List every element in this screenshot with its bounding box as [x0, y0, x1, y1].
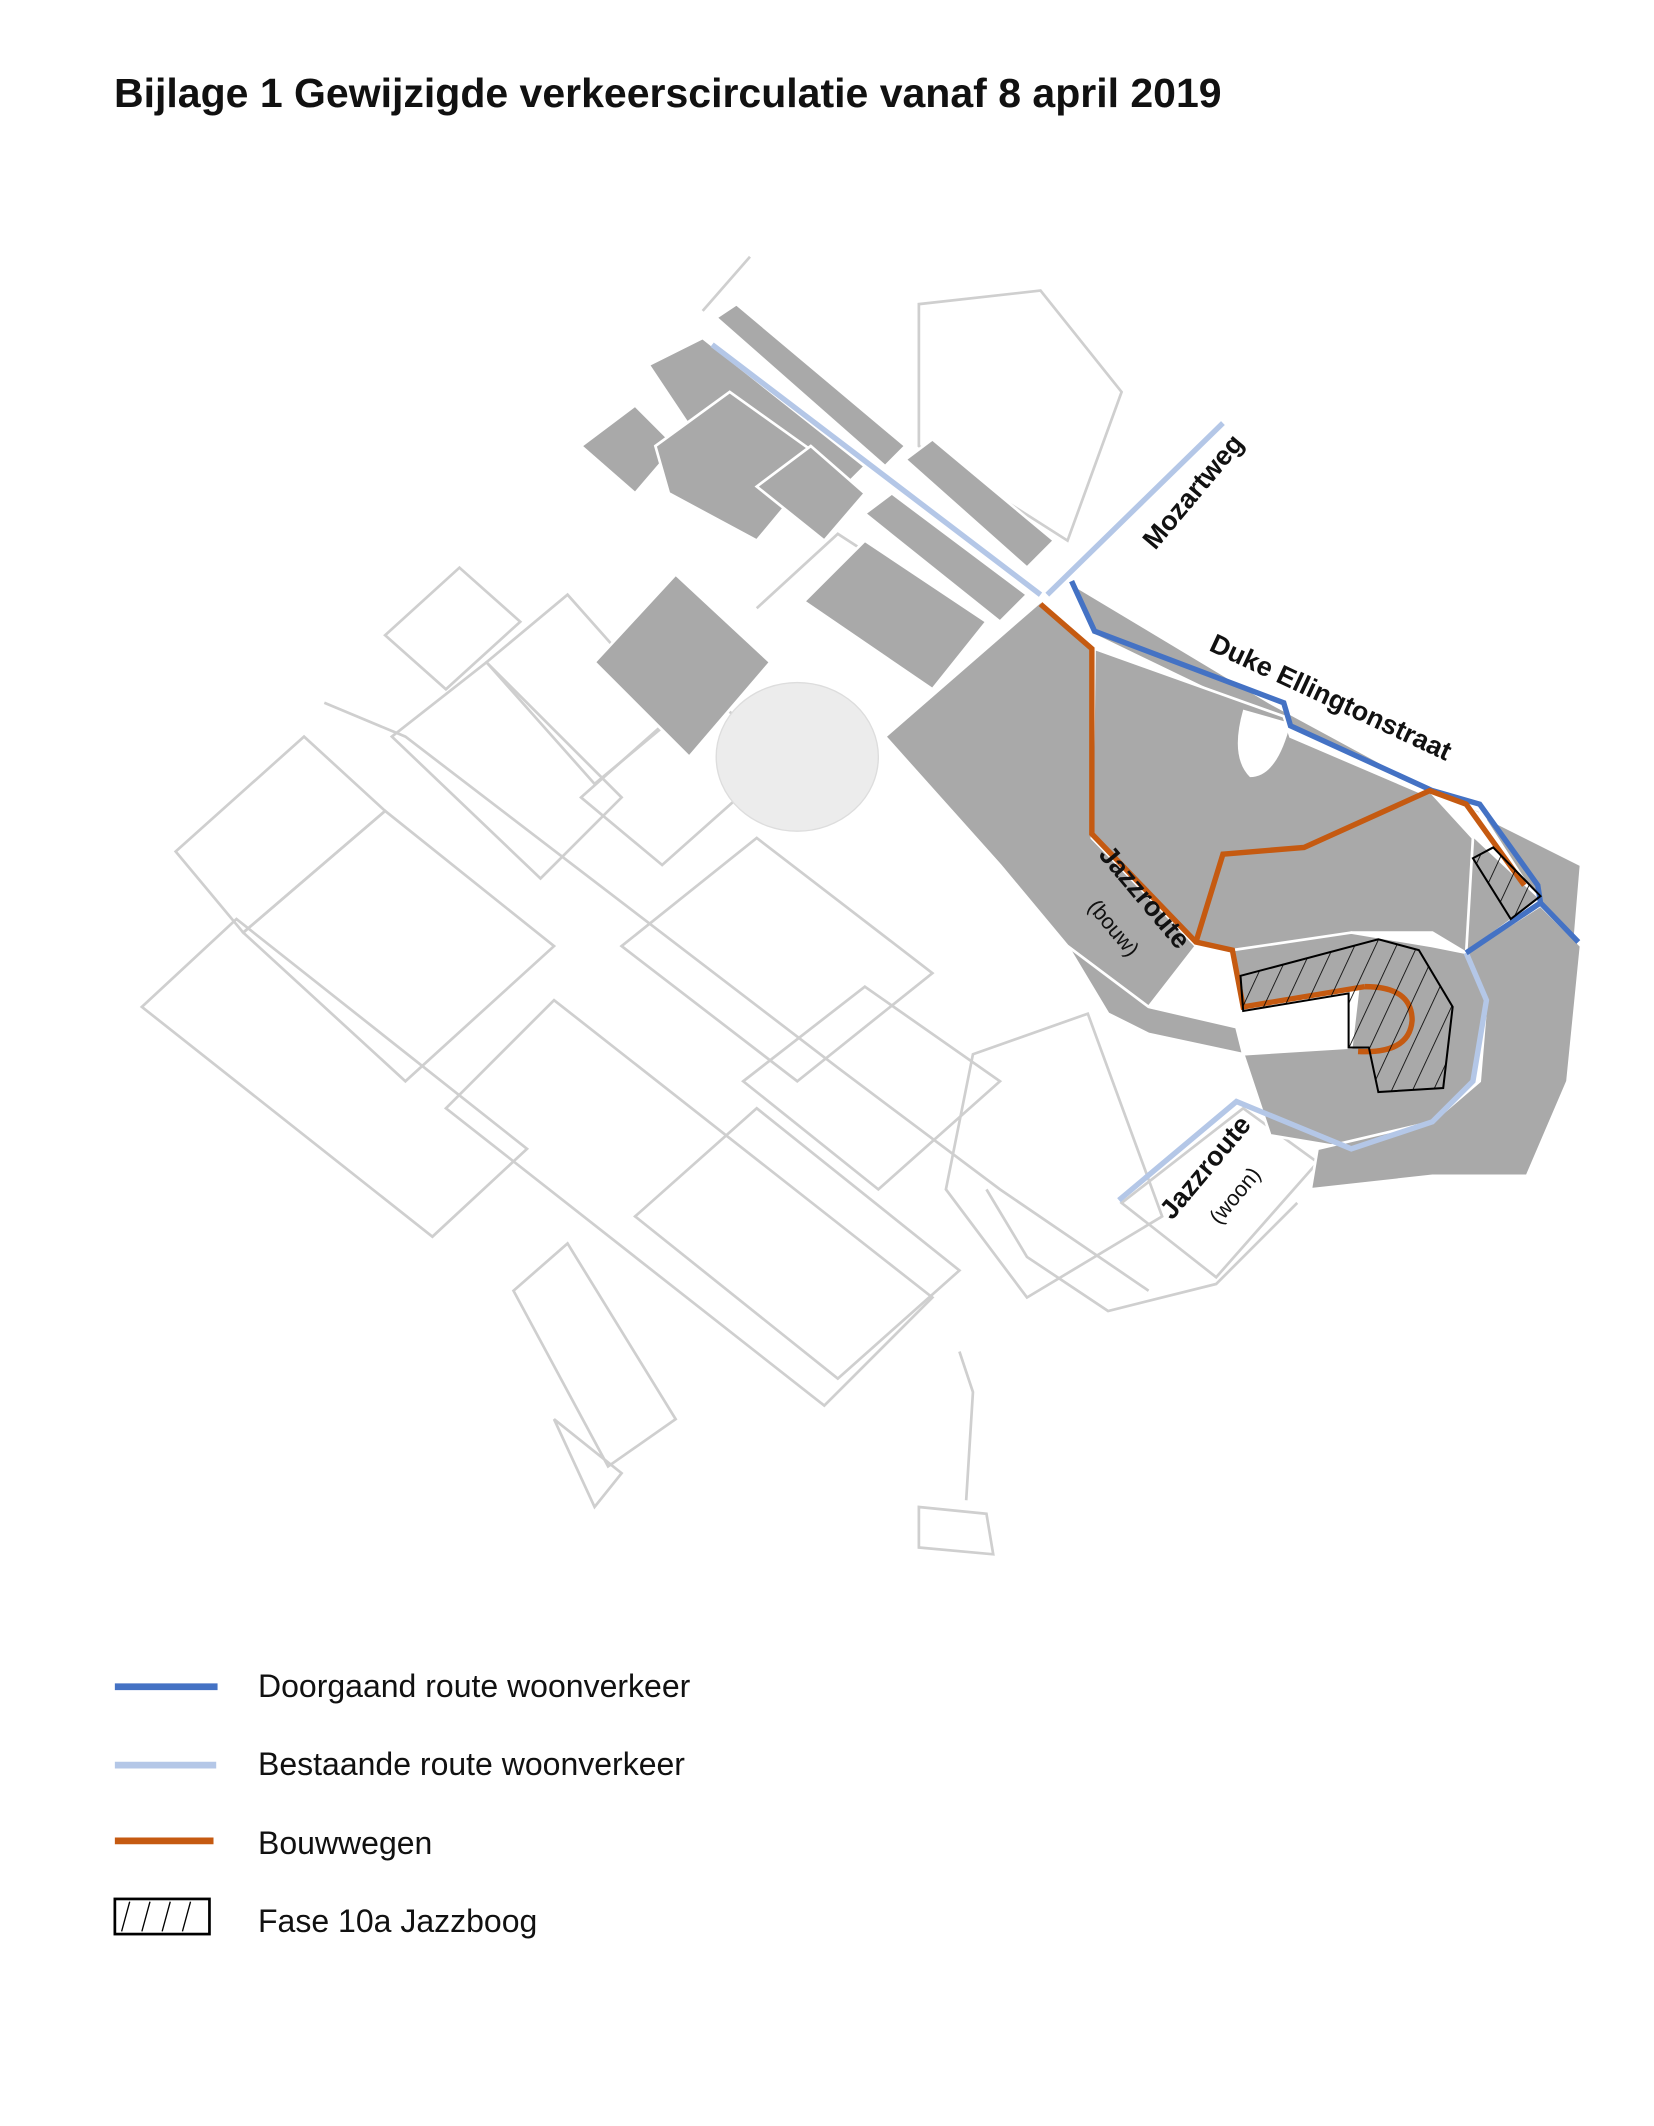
park-circle [715, 681, 880, 832]
legend-hatch-icon [113, 1897, 211, 1936]
phase-10a-area-small [1471, 846, 1543, 921]
phase-10a-area-main [1239, 938, 1454, 1094]
existing-route-main [710, 342, 1043, 597]
page-title: Bijlage 1 Gewijzigde verkeerscirculatie … [114, 70, 1222, 116]
existing-route-mozartweg [1045, 421, 1225, 597]
legend-label-through-route: Doorgaand route woonverkeer [258, 1668, 691, 1704]
legend-label-phase-10a: Fase 10a Jazzboog [258, 1903, 538, 1939]
plaza-opening [1237, 709, 1291, 778]
legend-label-construction-road: Bouwwegen [258, 1825, 433, 1861]
through-route-branch [1464, 900, 1542, 956]
existing-route-jazzroute-woon [1117, 951, 1490, 1203]
construction-road-east [1193, 787, 1527, 943]
legend-label-existing-route: Bestaande route woonverkeer [258, 1746, 685, 1782]
